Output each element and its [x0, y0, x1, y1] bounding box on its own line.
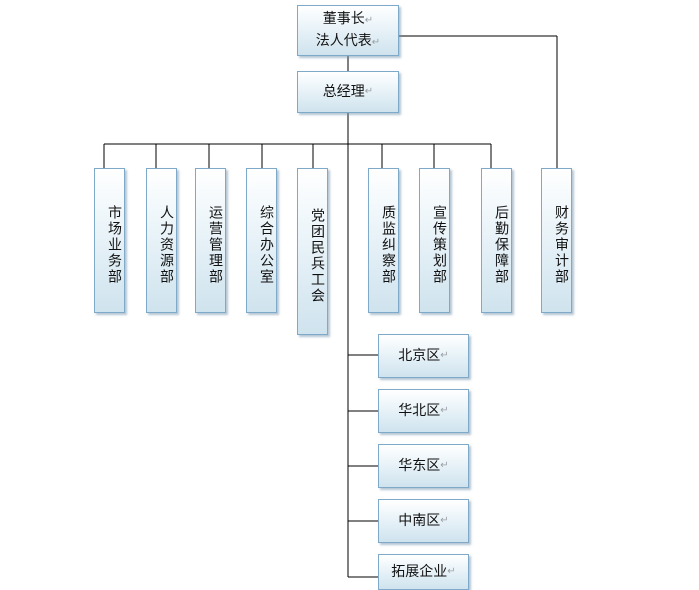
dept-box-hr: 人力资源部: [146, 168, 177, 313]
return-mark-icon: ↵: [440, 460, 449, 471]
chairman-box: 董事长↵ 法人代表↵: [297, 5, 399, 56]
return-mark-icon: ↵: [440, 350, 449, 361]
dept-label: 人力资源部: [158, 204, 174, 285]
dept-box-market: 市场业务部: [94, 168, 125, 313]
dept-box-party-union: 党团民兵工会: [297, 168, 328, 335]
return-mark-icon: ↵: [440, 405, 449, 416]
region-box-east: 华东区↵: [378, 444, 469, 488]
chairman-title: 董事长: [322, 10, 365, 27]
dept-label: 市场业务部: [106, 204, 122, 285]
region-label: 华东区: [398, 458, 441, 474]
return-mark-icon: ↵: [364, 86, 374, 97]
region-label: 中南区: [398, 513, 441, 529]
dept-label: 宣传策划部: [431, 204, 447, 285]
region-box-expansion: 拓展企业↵: [378, 554, 469, 590]
dept-label: 综合办公室: [258, 204, 274, 285]
return-mark-icon: ↵: [440, 515, 449, 526]
return-mark-icon: ↵: [364, 14, 374, 26]
dept-box-office: 综合办公室: [246, 168, 277, 313]
dept-label: 财务审计部: [553, 204, 569, 285]
dept-label: 运营管理部: [207, 204, 223, 285]
dept-box-quality: 质监纠察部: [368, 168, 399, 313]
region-box-central-south: 中南区↵: [378, 499, 469, 543]
dept-label: 质监纠察部: [380, 204, 396, 285]
dept-label: 党团民兵工会: [309, 207, 325, 304]
dept-box-audit: 财务审计部: [541, 168, 572, 313]
region-box-north: 华北区↵: [378, 389, 469, 433]
region-label: 华北区: [398, 403, 441, 419]
dept-box-operations: 运营管理部: [195, 168, 226, 313]
dept-box-logistics: 后勤保障部: [481, 168, 512, 313]
return-mark-icon: ↵: [447, 566, 456, 577]
return-mark-icon: ↵: [371, 36, 381, 48]
region-label: 拓展企业: [391, 564, 448, 580]
region-label: 北京区: [398, 348, 441, 364]
general-manager-title: 总经理: [322, 84, 365, 100]
region-box-beijing: 北京区↵: [378, 334, 469, 378]
legal-representative-title: 法人代表: [315, 32, 372, 49]
dept-label: 后勤保障部: [493, 204, 509, 285]
general-manager-box: 总经理↵: [297, 71, 399, 113]
dept-box-publicity: 宣传策划部: [419, 168, 450, 313]
